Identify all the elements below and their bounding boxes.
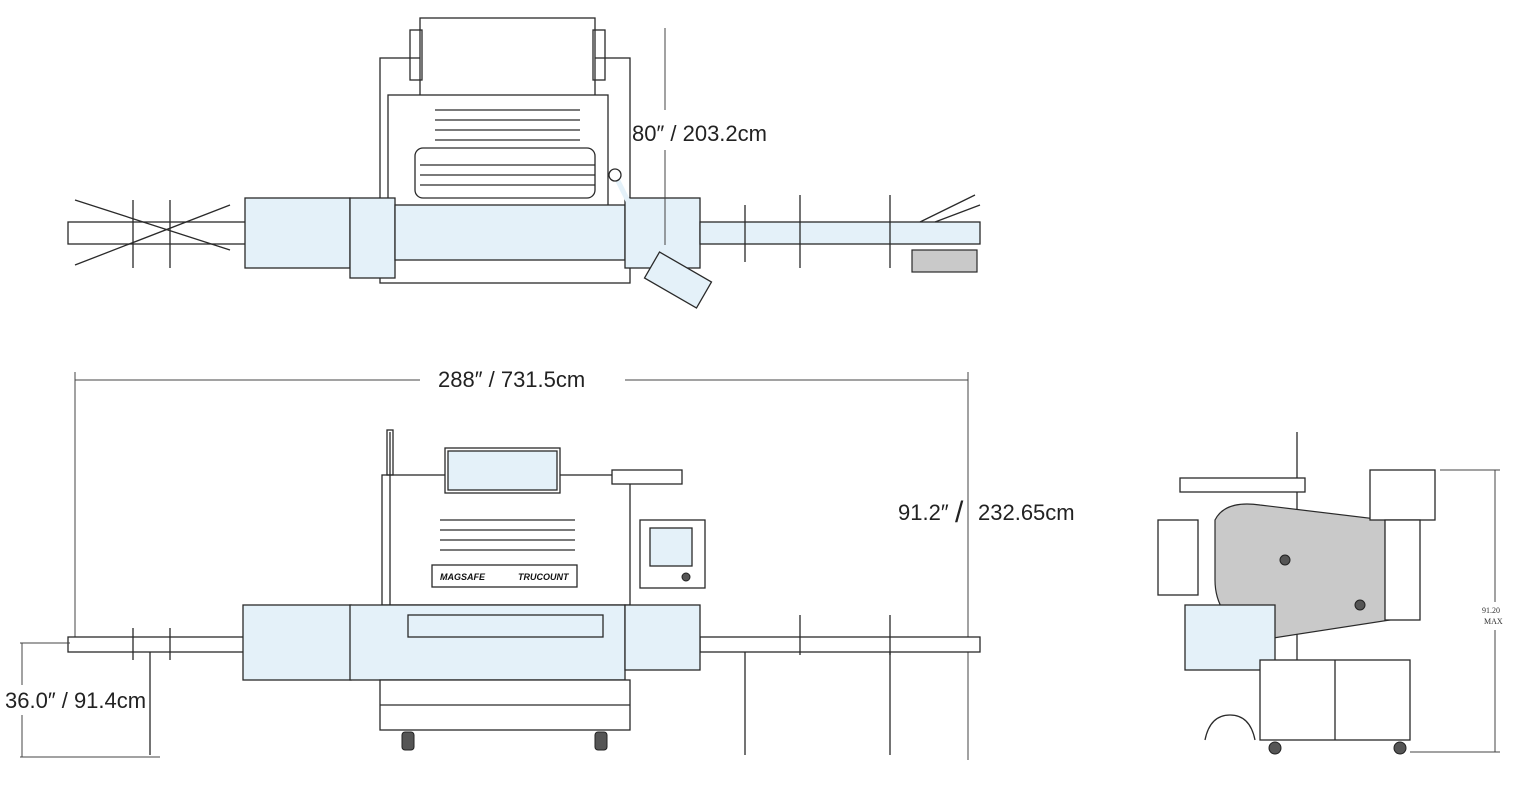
top-guides xyxy=(132,195,891,268)
front-guides xyxy=(132,615,891,660)
length-label: 288″ / 731.5cm xyxy=(438,367,585,392)
front-view: MAGSAFE TRUCOUNT xyxy=(67,429,981,755)
conveyor-height-dimension: 36.0″ / 91.4cm xyxy=(5,642,160,758)
front-arm xyxy=(611,469,683,485)
top-depth-dimension: 80″ / 203.2cm xyxy=(632,28,767,245)
side-hopper xyxy=(1369,469,1436,521)
front-right-panel xyxy=(624,604,701,671)
side-view: 91.20 MAX xyxy=(1157,432,1503,755)
front-rollers xyxy=(440,519,575,551)
front-left-panel xyxy=(242,604,352,681)
height-label-sep: / xyxy=(955,496,964,529)
conveyor-height-label: 36.0″ / 91.4cm xyxy=(5,688,146,713)
height-label-inch: 91.2″ xyxy=(898,500,949,525)
top-hood xyxy=(419,17,596,99)
length-dimension: 288″ / 731.5cm xyxy=(74,367,969,760)
top-control-panel xyxy=(643,251,713,309)
front-main-panel xyxy=(349,604,626,681)
height-label-cm: 232.65cm xyxy=(978,500,1075,525)
side-height-note: MAX xyxy=(1484,617,1503,626)
front-legs xyxy=(149,652,891,755)
side-cabinet xyxy=(1157,519,1199,596)
side-height-value: 91.20 xyxy=(1482,606,1500,615)
height-dimension: 91.2″ / 232.65cm xyxy=(898,496,1075,529)
top-view xyxy=(67,17,981,309)
brand-label-right: TRUCOUNT xyxy=(518,572,570,582)
brand-plate xyxy=(431,564,578,588)
top-rollers xyxy=(420,109,595,186)
side-arm xyxy=(1179,477,1306,493)
front-right-conveyor xyxy=(699,636,981,653)
top-depth-label: 80″ / 203.2cm xyxy=(632,121,767,146)
top-right-conveyor xyxy=(699,221,981,245)
brand-label-left: MAGSAFE xyxy=(440,572,486,582)
top-left-panel xyxy=(244,197,351,269)
front-left-conveyor xyxy=(67,636,249,653)
